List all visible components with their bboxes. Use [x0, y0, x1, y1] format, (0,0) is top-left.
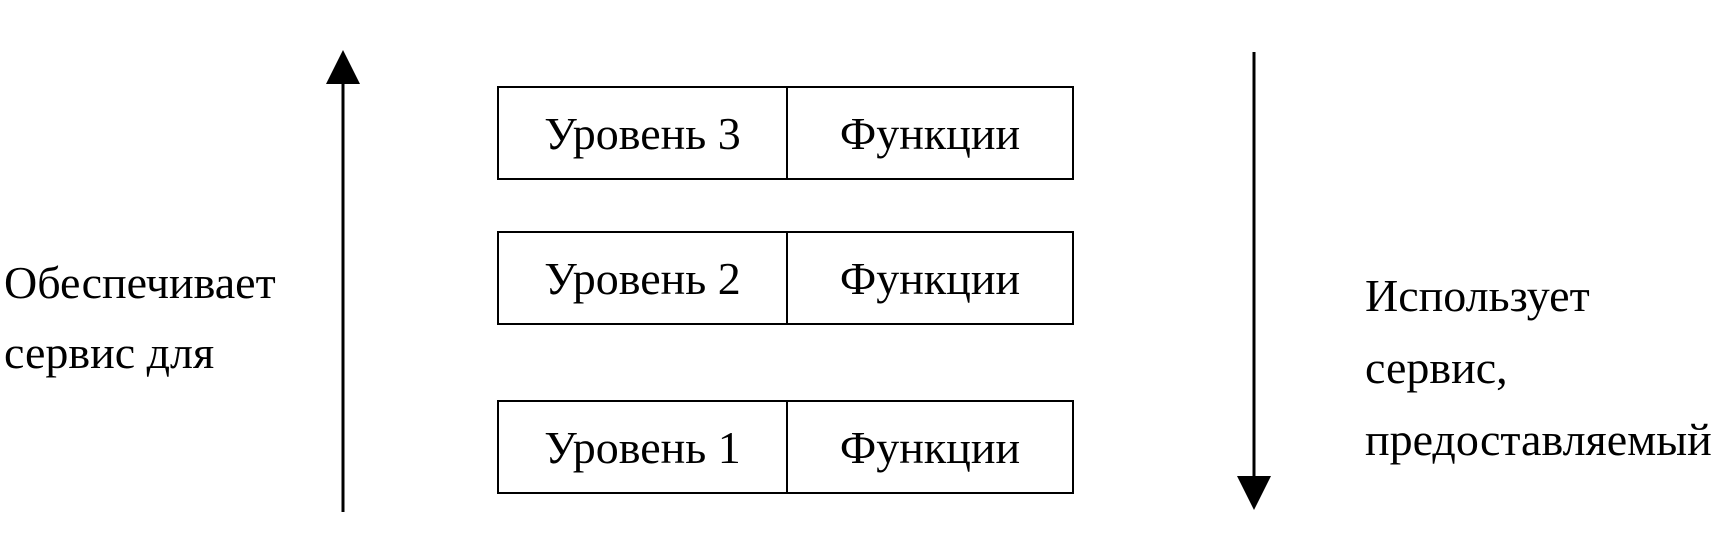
layer-2-level: Уровень 2	[499, 233, 788, 323]
right-caption-line-1: Использует	[1365, 270, 1590, 321]
arrow-up-icon	[326, 50, 360, 512]
layer-2-functions: Функции	[839, 252, 1021, 304]
right-caption-line-2: сервис,	[1365, 342, 1508, 393]
right-caption: Использует сервис, предоставляемый	[1365, 260, 1712, 476]
layer-3-box: Уровень 3 Функции	[497, 86, 1074, 180]
layer-1-functions: Функции	[839, 421, 1021, 473]
left-caption: Обеспечивает сервис для	[4, 248, 276, 388]
right-caption-line-3: предоставляемый	[1365, 414, 1712, 465]
layer-1-level: Уровень 1	[499, 402, 788, 492]
layer-3-functions: Функции	[839, 107, 1021, 159]
layer-1-box: Уровень 1 Функции	[497, 400, 1074, 494]
layer-3-level: Уровень 3	[499, 88, 788, 178]
left-caption-line-1: Обеспечивает	[4, 257, 276, 308]
layer-2-box: Уровень 2 Функции	[497, 231, 1074, 325]
left-caption-line-2: сервис для	[4, 327, 215, 378]
arrow-down-icon	[1237, 52, 1271, 510]
